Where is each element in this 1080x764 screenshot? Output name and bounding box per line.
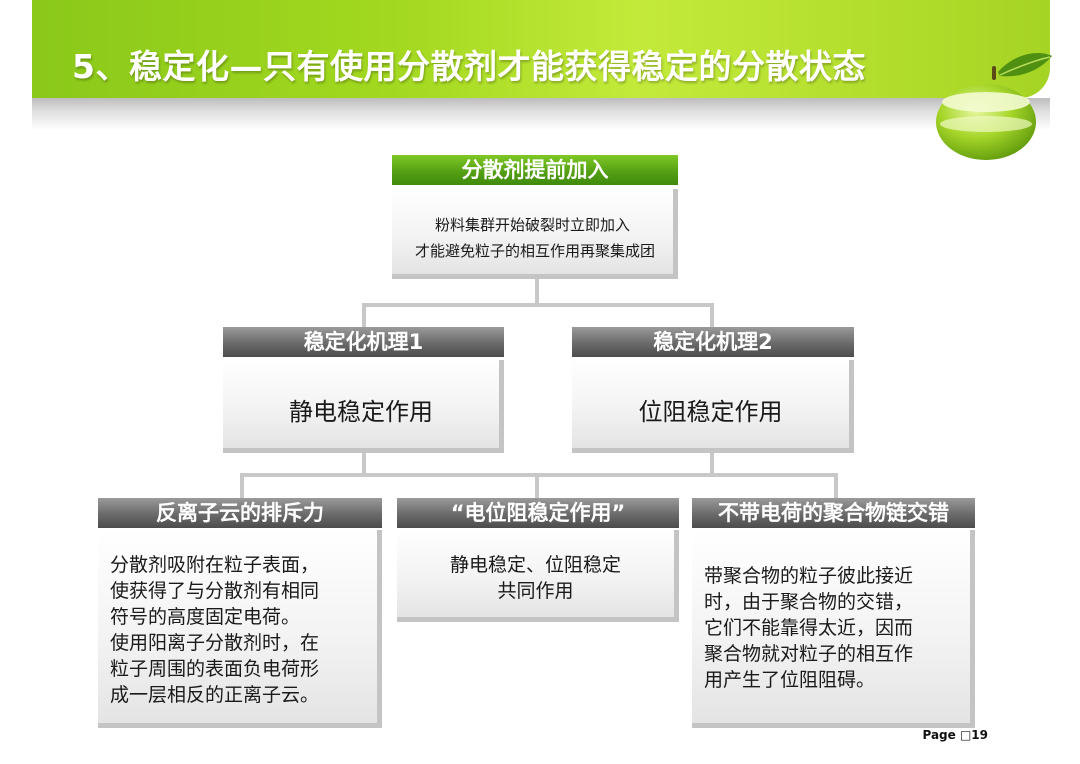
connector-line xyxy=(535,277,539,305)
connector-line xyxy=(535,473,539,499)
page-number: Page □19 xyxy=(922,728,988,742)
detail-3-line: 用产生了位阻阻碍。 xyxy=(704,669,876,691)
detail-3-header: 不带电荷的聚合物链交错 xyxy=(692,498,975,528)
detail-1-line: 符号的高度固定电荷。 xyxy=(110,606,301,628)
slide-title: 5、稳定化—只有使用分散剂才能获得稳定的分散状态 xyxy=(72,47,866,86)
detail-1-line: 分散剂吸附在粒子表面， xyxy=(110,554,320,576)
detail-1-header: 反离子云的排斥力 xyxy=(98,498,382,528)
detail-3-line: 聚合物就对粒子的相互作 xyxy=(704,643,914,665)
detail-2-header: “电位阻稳定作用” xyxy=(397,498,679,528)
top-node-text: 粉料集群开始破裂时立即加入 xyxy=(434,216,630,234)
detail-1-line: 粒子周围的表面负电荷形 xyxy=(110,658,320,680)
detail-2-box: 静电稳定、位阻稳定 共同作用 xyxy=(397,530,679,622)
top-node-header: 分散剂提前加入 xyxy=(392,155,678,185)
top-node-box: 粉料集群开始破裂时立即加入 xyxy=(392,189,678,279)
detail-2-line: 静电稳定、位阻稳定 xyxy=(449,554,621,576)
connector-line xyxy=(710,303,714,327)
detail-2-line: 共同作用 xyxy=(497,580,574,602)
connector-line xyxy=(240,473,838,477)
detail-3-line: 带聚合物的粒子彼此接近 xyxy=(704,565,914,587)
mechanism-1-header: 稳定化机理1 xyxy=(223,327,504,357)
connector-line xyxy=(362,303,714,307)
mechanism-2-header: 稳定化机理2 xyxy=(572,327,854,357)
detail-1-line: 成一层相反的正离子云。 xyxy=(110,684,320,706)
green-apple-icon xyxy=(936,53,1052,160)
detail-3-line: 时，由于聚合物的交错， xyxy=(704,591,914,613)
banner-shadow xyxy=(32,98,1050,130)
title-banner xyxy=(32,0,1050,98)
mechanism-1-box: 静电稳定作用 xyxy=(223,360,504,453)
detail-1-line: 使获得了与分散剂有相同 xyxy=(110,580,320,602)
detail-1-line: 使用阳离子分散剂时，在 xyxy=(110,632,320,654)
connector-line xyxy=(710,451,714,475)
top-node-text: 才能避免粒子的相互作用再聚集成团 xyxy=(414,242,655,260)
mechanism-2-text: 位阻稳定作用 xyxy=(638,398,783,426)
detail-3-box: 带聚合物的粒子彼此接近 时，由于聚合物的交错， 它们不能靠得太近，因而 聚合物就… xyxy=(692,530,975,728)
detail-1-box: 分散剂吸附在粒子表面， 使获得了与分散剂有相同 符号的高度固定电荷。 使用阳离子… xyxy=(98,530,382,728)
connector-line xyxy=(362,303,366,327)
connector-line xyxy=(362,451,366,475)
connector-line xyxy=(834,473,838,499)
connector-line xyxy=(240,473,244,499)
mechanism-1-text: 静电稳定作用 xyxy=(289,398,433,426)
mechanism-2-box: 位阻稳定作用 xyxy=(572,360,854,453)
detail-3-line: 它们不能靠得太近，因而 xyxy=(704,617,914,639)
